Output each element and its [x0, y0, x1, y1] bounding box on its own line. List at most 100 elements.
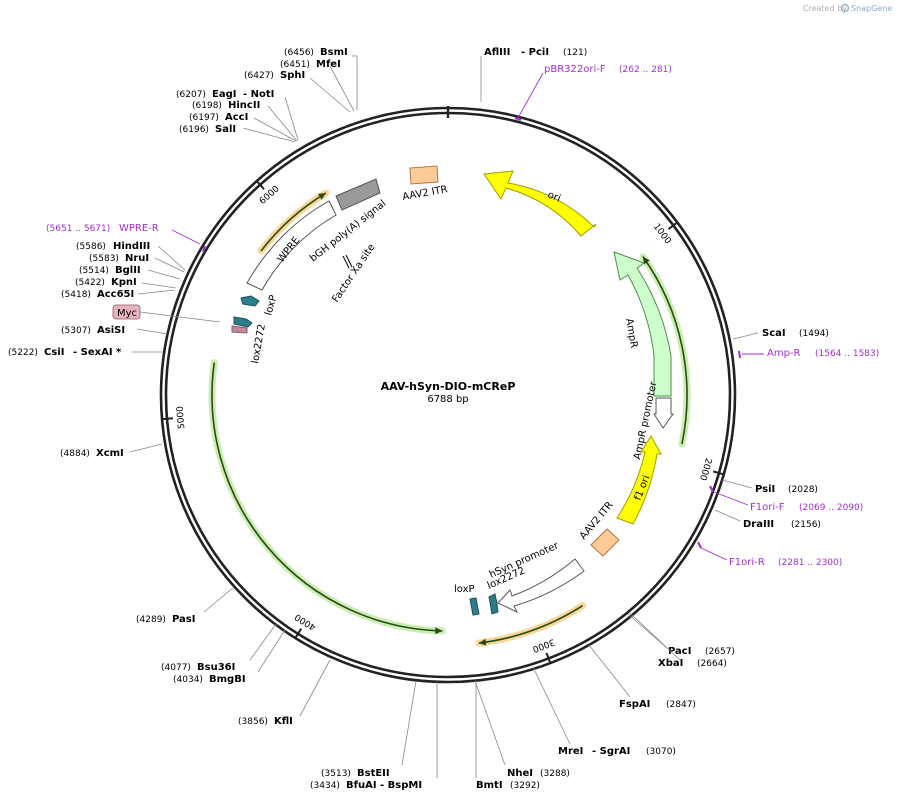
pasi-pos: (4289)	[136, 615, 166, 625]
aav2-itr-top-feature[interactable]	[409, 165, 439, 185]
psii-label[interactable]: PsiI	[755, 484, 775, 495]
mfei-label[interactable]: MfeI	[316, 59, 341, 70]
myc-feature[interactable]	[231, 325, 248, 334]
afliii-label[interactable]: AflIII	[484, 47, 510, 58]
snapgene-logo-icon	[840, 3, 850, 13]
loxp-right-feature[interactable]	[469, 597, 480, 616]
ampr-feature[interactable]	[613, 251, 672, 397]
ampr-orf-arrowhead	[642, 256, 650, 265]
asisi-label[interactable]: AsiSI	[97, 325, 125, 336]
wpre-r-leader	[171, 229, 201, 245]
scai-pos: (1494)	[799, 329, 829, 339]
sexai-label[interactable]: - SexAI *	[73, 347, 122, 358]
psii-leader	[721, 479, 753, 489]
wpre-feature[interactable]	[246, 200, 337, 291]
bsmi-pos: (6456)	[284, 48, 314, 58]
ampr-promoter-feature[interactable]	[653, 397, 674, 429]
bsteii-label[interactable]: BstEII	[357, 768, 390, 779]
ori-feature[interactable]	[483, 170, 597, 237]
f1-ori-label: f1 ori	[633, 474, 653, 502]
wpre-r-mark	[202, 245, 206, 253]
draiii-label[interactable]: DraIII	[743, 519, 774, 530]
nhei-label[interactable]: NheI	[507, 768, 533, 779]
noti-label[interactable]: - NotI	[243, 89, 274, 100]
acci-label[interactable]: AccI	[225, 112, 248, 123]
scale-tick-label-4000: 4000	[293, 611, 318, 632]
app-credit: Created by SnapGene	[803, 3, 892, 13]
scale-tick-1000	[667, 221, 679, 230]
hindiii-label[interactable]: HindIII	[113, 241, 150, 252]
credit-text: Created by	[803, 4, 847, 13]
scale-tick-label-2000: 2000	[697, 457, 713, 482]
bglii-label[interactable]: BglII	[115, 265, 141, 276]
xcmi-label[interactable]: XcmI	[96, 448, 124, 459]
pcii-label[interactable]: - PciI	[521, 47, 549, 58]
f1ori-r-label[interactable]: F1ori-R	[729, 557, 765, 568]
acc65i-label[interactable]: Acc65I	[97, 289, 134, 300]
pasi-label[interactable]: PasI	[172, 614, 195, 625]
scai-label[interactable]: ScaI	[762, 328, 786, 339]
bsteii-pos: (3513)	[321, 769, 351, 779]
nrui-pos: (5583)	[89, 254, 119, 264]
sphi-label[interactable]: SphI	[280, 70, 305, 81]
bsu36i-pos: (4077)	[161, 663, 191, 673]
acc65i-leader	[137, 289, 176, 295]
f1ori-f-label[interactable]: F1ori-F	[750, 502, 785, 513]
bmgbi-pos: (4034)	[173, 675, 203, 685]
kpni-label[interactable]: KpnI	[111, 277, 137, 288]
bspmi-label[interactable]: - BspMI	[380, 780, 422, 791]
bsmi-label[interactable]: BsmI	[320, 47, 348, 58]
paci-leader	[627, 613, 668, 649]
sali-label[interactable]: SalI	[215, 124, 236, 135]
bmti-label[interactable]: BmtI	[476, 780, 503, 791]
f1-ori-feature[interactable]	[616, 435, 662, 525]
nrui-leader	[154, 257, 185, 273]
loxp-left-feature[interactable]	[240, 295, 260, 307]
aav2-itr-right-feature[interactable]	[590, 528, 620, 557]
restriction-sites: (6456) BsmI (6451) MfeI (6427) SphI (620…	[8, 47, 829, 791]
lox2272-left-feature[interactable]	[233, 316, 253, 328]
xbai-label[interactable]: XbaI	[658, 658, 683, 669]
ampr-orf[interactable]	[642, 256, 688, 445]
left-orf[interactable]	[211, 362, 443, 632]
bfuai-pos: (3434)	[310, 781, 340, 791]
factor-xa-label: Factor Xa site	[330, 242, 377, 305]
lox2272-right-feature[interactable]	[488, 593, 499, 615]
f1ori-r-mark	[697, 541, 702, 549]
bmgbi-leader	[257, 629, 286, 673]
eagi-pos: (6207)	[176, 90, 206, 100]
kpni-pos: (5422)	[75, 278, 105, 288]
bsu36i-label[interactable]: Bsu36I	[197, 662, 235, 673]
wpre-r-label[interactable]: WPRE-R	[119, 223, 159, 234]
scale-tick-label-1000: 1000	[651, 222, 673, 247]
sgrai-label[interactable]: - SgrAI	[592, 746, 630, 757]
primers: pBR322ori-F (262 .. 281) (5651 .. 5671) …	[46, 64, 879, 568]
kfli-label[interactable]: KflI	[274, 716, 293, 727]
mrei-pos: (3070)	[646, 747, 676, 757]
eagi-leader	[284, 96, 299, 141]
psii-pos: (2028)	[788, 485, 818, 495]
xcmi-pos: (4884)	[60, 449, 90, 459]
myc-label: Myc	[117, 308, 137, 319]
nrui-label[interactable]: NruI	[125, 253, 149, 264]
hincii-label[interactable]: HincII	[228, 100, 260, 111]
afliii-pos: (121)	[563, 48, 587, 58]
bglii-leader	[147, 269, 181, 280]
hsyn-promoter-feature[interactable]	[497, 558, 585, 614]
amp-r-label[interactable]: Amp-R	[767, 348, 801, 359]
bgh-polya-feature[interactable]	[335, 178, 381, 211]
bmgbi-label[interactable]: BmgBI	[209, 674, 246, 685]
bfuai-label[interactable]: BfuAI	[346, 780, 377, 791]
factor-xa-feature[interactable]	[342, 254, 353, 269]
bottom-orf[interactable]	[478, 605, 583, 644]
bsteii-leader	[401, 680, 417, 766]
pasi-leader	[203, 586, 235, 613]
paci-label[interactable]: PacI	[668, 646, 691, 657]
csii-label[interactable]: CsiI	[44, 347, 64, 358]
acc65i-pos: (5418)	[61, 290, 91, 300]
mrei-label[interactable]: MreI	[558, 746, 583, 757]
pbr322ori-f-label[interactable]: pBR322ori-F	[544, 64, 606, 75]
fspai-label[interactable]: FspAI	[619, 699, 650, 710]
eagi-label[interactable]: EagI	[212, 89, 236, 100]
sali-leader	[242, 127, 296, 143]
